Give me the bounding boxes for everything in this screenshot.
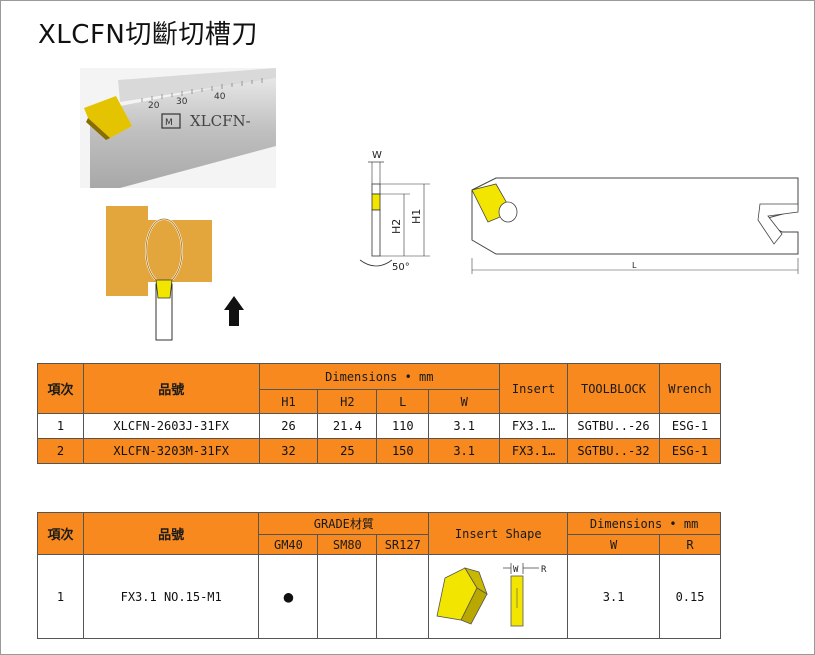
scale-label: 40 — [214, 92, 226, 102]
insert-tip — [371, 193, 381, 211]
angle-label: 50° — [392, 262, 410, 273]
header-sr127: SR127 — [376, 534, 430, 555]
cell-r: 0.15 — [659, 554, 721, 639]
h2-label: H2 — [390, 219, 403, 234]
logo-mark — [161, 113, 181, 129]
blade-profile — [371, 209, 381, 257]
cell-item: 2 — [37, 438, 84, 464]
scale-label: 30 — [176, 97, 188, 107]
cell-w: 3.1 — [567, 554, 661, 639]
header-r: R — [659, 534, 721, 555]
shape-r-label: R — [541, 565, 547, 575]
cell-h2: 25 — [317, 438, 378, 464]
page-title: XLCFN切斷切槽刀 — [38, 20, 258, 50]
scale-label: 20 — [148, 101, 160, 111]
header-h1: H1 — [258, 389, 319, 414]
cell-toolblock: SGTBU..-32 — [567, 438, 660, 464]
header-toolblock: TOOLBLOCK — [567, 363, 660, 414]
cell-insert: FX3.1… — [499, 413, 569, 439]
cell-gm40: ● — [258, 554, 319, 639]
table-row: 2 XLCFN-3203M-31FX 32 25 150 3.1 FX3.1… … — [37, 438, 722, 464]
cutting-illustration — [106, 206, 244, 341]
blade-outline — [471, 177, 799, 255]
header-item: 項次 — [37, 363, 84, 414]
engraving-text: XLCFN- — [190, 112, 251, 130]
insert-tip — [155, 279, 173, 299]
header-w: W — [567, 534, 661, 555]
header-dimensions: Dimensions • mm — [567, 512, 721, 535]
cell-w: 3.1 — [428, 413, 501, 439]
header-wrench: Wrench — [658, 363, 722, 414]
blade-body — [90, 76, 276, 188]
header-l: L — [376, 389, 430, 414]
cell-item: 1 — [37, 413, 84, 439]
insert-tip — [84, 96, 132, 138]
insert-shape-drawing: W R — [436, 562, 547, 626]
insert-spec-table: 項次 品號 GRADE材質 Insert Shape Dimensions • … — [37, 512, 721, 639]
cell-part: XLCFN-2603J-31FX — [82, 413, 260, 439]
header-gm40: GM40 — [258, 534, 319, 555]
cell-wrench: ESG-1 — [658, 438, 722, 464]
w-label: W — [372, 150, 382, 161]
header-grade: GRADE材質 — [258, 512, 430, 535]
cell-part: FX3.1 NO.15-M1 — [82, 554, 260, 639]
cell-part: XLCFN-3203M-31FX — [82, 438, 260, 464]
feed-arrow-icon — [224, 296, 244, 326]
cell-wrench: ESG-1 — [658, 413, 722, 439]
header-part: 品號 — [82, 363, 260, 414]
cell-l: 110 — [376, 413, 430, 439]
header-insert: Insert — [499, 363, 569, 414]
cell-insert: FX3.1… — [499, 438, 569, 464]
header-item: 項次 — [37, 512, 84, 555]
cell-w: 3.1 — [428, 438, 501, 464]
shape-w-label: W — [513, 565, 519, 575]
cell-sr127 — [376, 554, 430, 639]
cell-toolblock: SGTBU..-26 — [567, 413, 660, 439]
product-photo: M 20 30 40 XLCFN- — [80, 68, 276, 188]
cell-h1: 32 — [258, 438, 319, 464]
holder-spec-table: 項次 品號 Dimensions • mm Insert TOOLBLOCK W… — [37, 363, 722, 464]
header-insert-shape: Insert Shape — [428, 512, 569, 555]
svg-text:M: M — [165, 118, 173, 128]
cell-l: 150 — [376, 438, 430, 464]
cell-sm80 — [317, 554, 378, 639]
header-dimensions: Dimensions • mm — [258, 363, 501, 390]
cell-insert-shape: W R — [428, 554, 569, 639]
table-row: 1 FX3.1 NO.15-M1 ● W R 3.1 0.15 — [37, 554, 721, 639]
header-w: W — [428, 389, 501, 414]
length-label: L — [632, 261, 637, 270]
h1-label: H1 — [410, 209, 423, 224]
cell-h1: 26 — [258, 413, 319, 439]
header-h2: H2 — [317, 389, 378, 414]
header-part: 品號 — [82, 512, 260, 555]
plan-view-diagram: L — [471, 177, 799, 274]
cell-h2: 21.4 — [317, 413, 378, 439]
cell-item: 1 — [37, 554, 84, 639]
table-row: 1 XLCFN-2603J-31FX 26 21.4 110 3.1 FX3.1… — [37, 413, 722, 439]
header-sm80: SM80 — [317, 534, 378, 555]
side-view-diagram: W H2 H1 50° — [359, 150, 430, 273]
